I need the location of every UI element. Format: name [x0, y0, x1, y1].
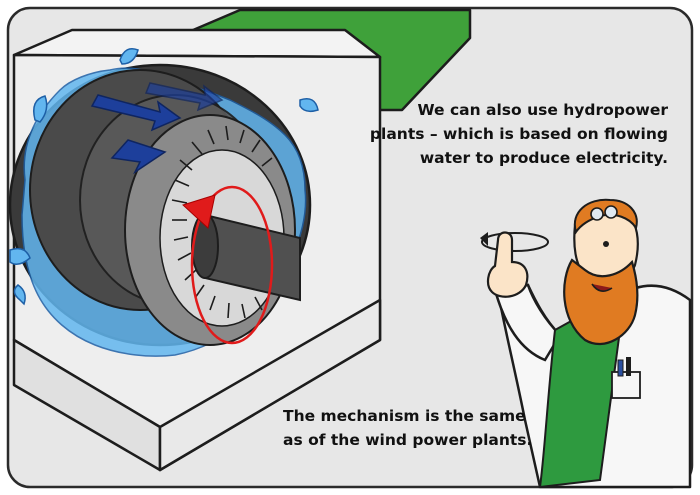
caption-line: plants – which is based on flowing — [369, 125, 668, 143]
water-flow-arrows — [90, 82, 224, 175]
scientist — [480, 198, 692, 489]
caption-hydropower: We can also use hydropower plants – whic… — [370, 98, 668, 170]
rotation-gesture-icon — [480, 232, 549, 252]
caption-mechanism: The mechanism is the same as of the wind… — [283, 404, 532, 452]
caption-line: The mechanism is the same — [283, 407, 526, 425]
caption-line: as of the wind power plants. — [283, 431, 533, 449]
caption-line: We can also use hydropower — [417, 101, 669, 119]
rotation-arrow — [182, 185, 274, 345]
caption-line: water to produce electricity. — [419, 149, 668, 167]
